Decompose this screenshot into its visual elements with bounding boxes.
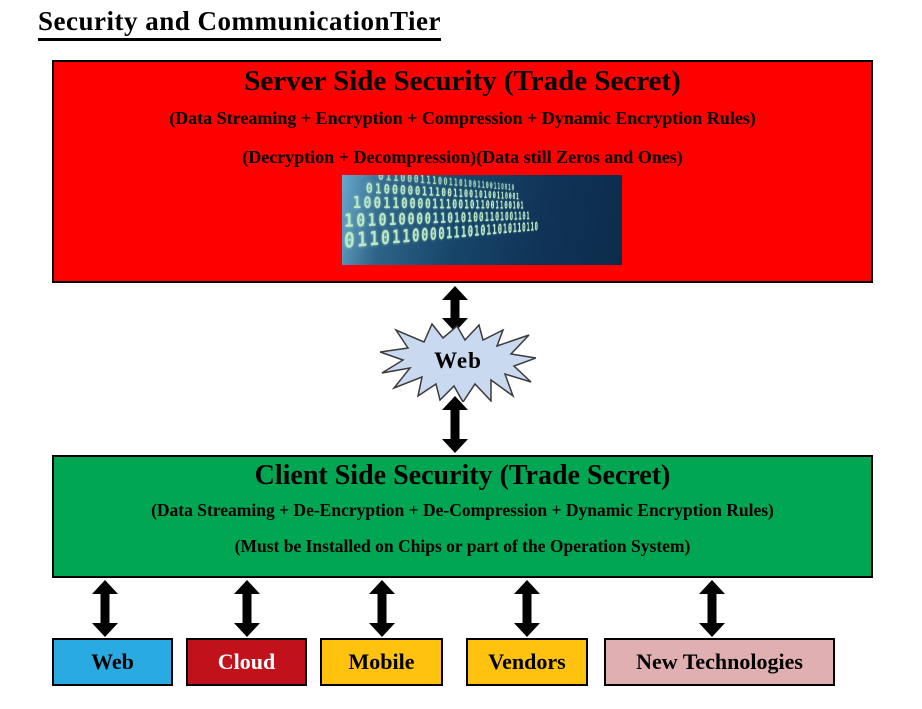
page-title: Security and CommunicationTier xyxy=(38,6,442,41)
server-box-subtitle-2: (Decryption + Decompression)(Data still … xyxy=(242,146,683,167)
endpoint-box-new-technologies: New Technologies xyxy=(604,638,835,686)
web-hub-label: Web xyxy=(434,348,482,373)
double-arrow-icon xyxy=(514,580,540,637)
double-arrow-icon xyxy=(234,580,260,637)
server-box-subtitle-1: (Data Streaming + Encryption + Compressi… xyxy=(169,107,756,128)
endpoint-box-vendors: Vendors xyxy=(466,638,588,686)
double-arrow-icon xyxy=(699,580,725,637)
server-side-security-box: Server Side Security (Trade Secret) (Dat… xyxy=(52,60,873,283)
client-box-subtitle-2: (Must be Installed on Chips or part of t… xyxy=(234,536,691,557)
client-box-title: Client Side Security (Trade Secret) xyxy=(254,460,671,491)
web-starburst: Web xyxy=(380,322,536,402)
endpoint-box-cloud: Cloud xyxy=(186,638,307,686)
client-box-subtitle-1: (Data Streaming + De-Encryption + De-Com… xyxy=(151,499,774,520)
client-side-security-box: Client Side Security (Trade Secret) (Dat… xyxy=(52,455,873,578)
double-arrow-icon xyxy=(442,286,468,332)
endpoint-box-web: Web xyxy=(52,638,173,686)
double-arrow-icon xyxy=(369,580,395,637)
endpoint-box-mobile: Mobile xyxy=(320,638,443,686)
binary-code-image: 011000111001101001100110010 010000011100… xyxy=(342,175,622,265)
double-arrow-icon xyxy=(92,580,118,637)
starburst-shape xyxy=(380,322,536,402)
binary-code-rows: 011000111001101001100110010 010000011100… xyxy=(344,175,539,253)
server-box-title: Server Side Security (Trade Secret) xyxy=(244,65,681,97)
double-arrow-icon xyxy=(442,396,468,453)
